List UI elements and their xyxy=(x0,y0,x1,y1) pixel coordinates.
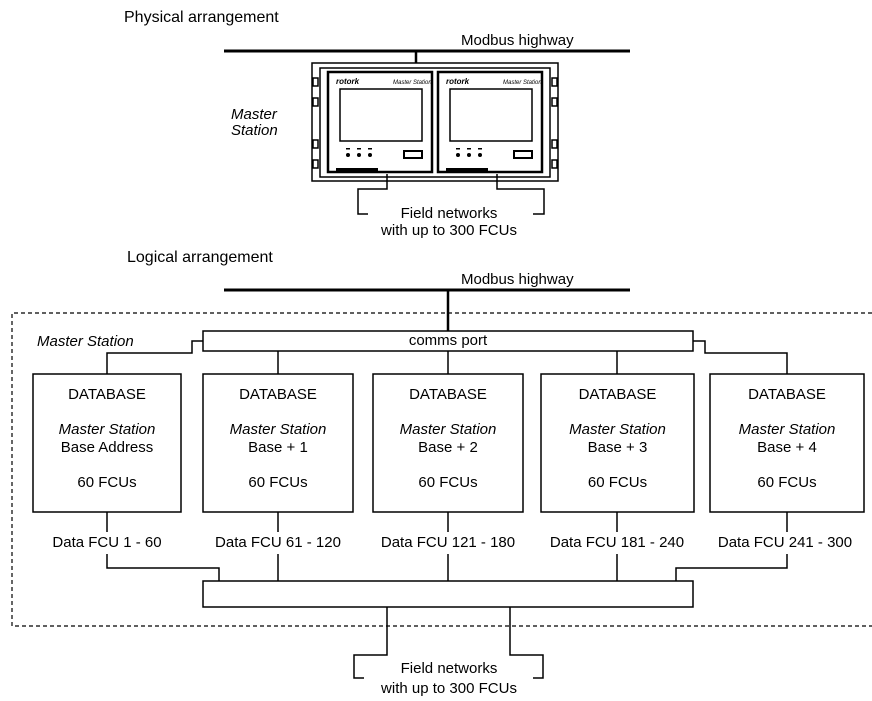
unit-name-right: Master Station xyxy=(503,80,542,86)
database-fcus: 60 FCUs xyxy=(77,474,137,491)
data-fcu-label-2: Data FCU 61 - 120 xyxy=(193,534,363,552)
physical-field-bracket-right xyxy=(496,174,545,215)
database-fcus: 60 FCUs xyxy=(757,474,817,491)
database-name: Master Station xyxy=(399,421,497,438)
database-name: Master Station xyxy=(569,421,666,438)
collect-line-1 xyxy=(106,554,220,581)
database-box-1 xyxy=(32,373,182,513)
database-address: Base + 3 xyxy=(587,439,648,456)
database-5: DATABASE Master Station Base + 4 60 FCUs xyxy=(710,374,864,512)
logical-field-bracket-left xyxy=(353,607,388,679)
master-station-unit xyxy=(311,62,559,182)
database-title: DATABASE xyxy=(409,386,487,403)
physical-master-label-line2: Station xyxy=(231,122,278,139)
data-fcu-text: Data FCU 181 - 240 xyxy=(547,534,687,551)
database-title: DATABASE xyxy=(239,386,317,403)
physical-highway-label: Modbus highway xyxy=(461,32,574,49)
database-1: DATABASE Master Station Base Address 60 … xyxy=(33,374,181,512)
database-title: DATABASE xyxy=(578,386,657,403)
physical-heading: Physical arrangement xyxy=(124,9,279,26)
physical-field-bracket-left xyxy=(357,174,388,215)
master-station-label: Master Station xyxy=(37,333,134,350)
data-fcu-label-1: Data FCU 1 - 60 xyxy=(22,534,192,552)
unit-name-left: Master Station xyxy=(393,80,432,86)
database-title: DATABASE xyxy=(748,386,826,403)
database-fcus: 60 FCUs xyxy=(587,474,648,491)
database-3: DATABASE Master Station Base + 2 60 FCUs xyxy=(373,374,523,512)
logical-field-line1: Field networks xyxy=(400,660,498,677)
physical-master-label-line1: Master xyxy=(231,106,277,123)
data-fcu-text: Data FCU 241 - 300 xyxy=(715,534,855,551)
data-fcu-label-4: Data FCU 181 - 240 xyxy=(532,534,702,552)
data-fcu-label-3: Data FCU 121 - 180 xyxy=(363,534,533,552)
database-name: Master Station xyxy=(738,421,836,438)
logical-heading: Logical arrangement xyxy=(127,249,273,266)
data-fcu-label-5: Data FCU 241 - 300 xyxy=(700,534,870,552)
dist-line-5 xyxy=(693,340,788,374)
data-fcu-text: Data FCU 1 - 60 xyxy=(50,534,164,551)
database-box-4 xyxy=(540,373,695,513)
database-title: DATABASE xyxy=(68,386,146,403)
database-2: DATABASE Master Station Base + 1 60 FCUs xyxy=(203,374,353,512)
database-fcus: 60 FCUs xyxy=(248,474,308,491)
field-bus-box xyxy=(202,580,694,608)
database-4: DATABASE Master Station Base + 3 60 FCUs xyxy=(541,374,694,512)
data-fcu-text: Data FCU 61 - 120 xyxy=(213,534,343,551)
master-station-enclosure xyxy=(11,312,872,627)
database-name: Master Station xyxy=(58,421,156,438)
logical-field-line2: with up to 300 FCUs xyxy=(381,680,517,697)
comms-port-label: comms port xyxy=(408,332,488,349)
database-box-2 xyxy=(202,373,354,513)
database-box-3 xyxy=(372,373,524,513)
dist-line-1 xyxy=(106,340,203,374)
data-fcu-text: Data FCU 121 - 180 xyxy=(378,534,518,551)
unit-brand-left: rotork xyxy=(336,77,360,86)
database-address: Base + 4 xyxy=(757,439,817,456)
database-address: Base Address xyxy=(60,439,154,456)
collect-line-5 xyxy=(675,554,788,581)
database-box-5 xyxy=(709,373,865,513)
physical-field-line1: Field networks xyxy=(400,205,498,222)
unit-brand-right: rotork xyxy=(446,77,470,86)
database-address: Base + 2 xyxy=(418,439,478,456)
logical-highway-label: Modbus highway xyxy=(461,271,574,288)
physical-field-line2: with up to 300 FCUs xyxy=(381,222,517,239)
database-fcus: 60 FCUs xyxy=(418,474,478,491)
database-name: Master Station xyxy=(229,421,327,438)
logical-field-bracket-right xyxy=(509,607,544,679)
database-address: Base + 1 xyxy=(248,439,308,456)
